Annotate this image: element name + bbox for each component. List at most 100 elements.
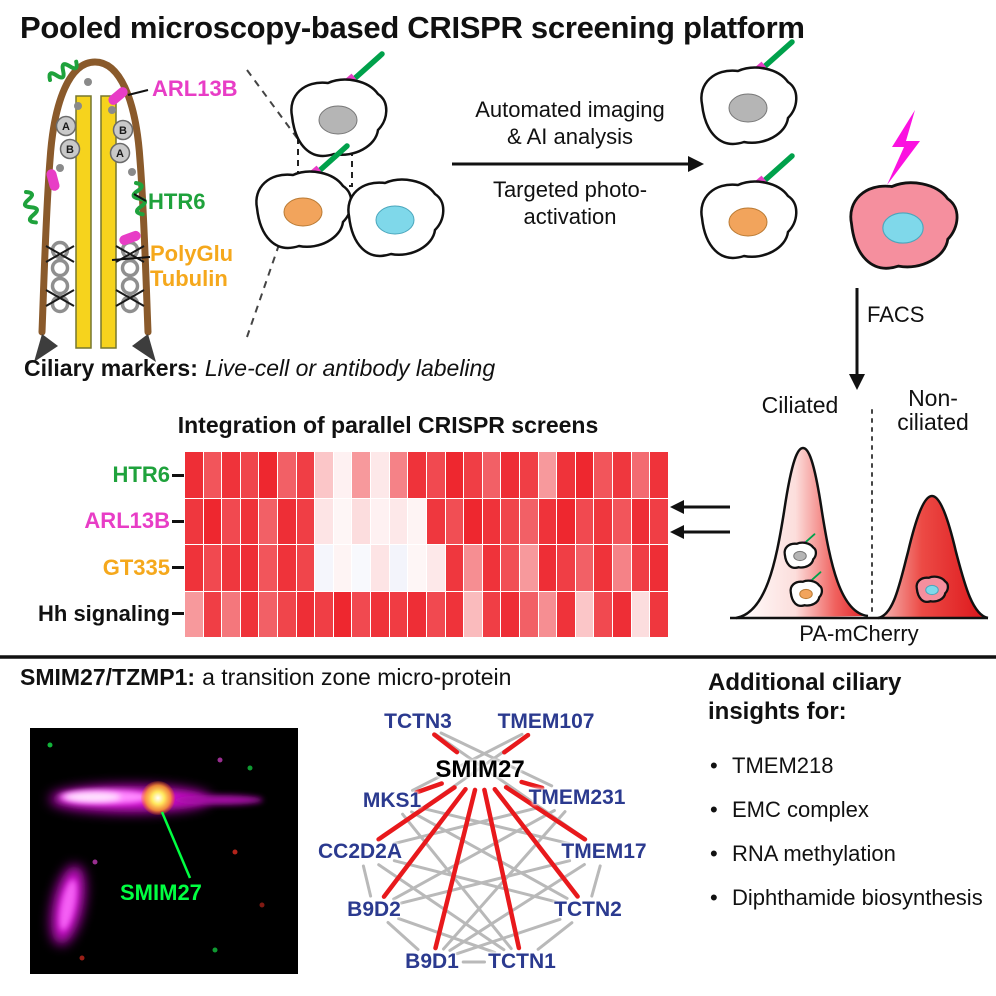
ift-b-label: B xyxy=(119,125,127,137)
heatmap-cell xyxy=(613,591,631,637)
nucleus-gray xyxy=(728,93,768,123)
heatmap-cell xyxy=(259,591,278,637)
heatmap-cell xyxy=(445,545,464,591)
heatmap-cell xyxy=(631,545,650,591)
heatmap-cell xyxy=(538,591,557,637)
heatmap-cell xyxy=(389,591,408,637)
cell-photoactivated-pink xyxy=(849,181,959,270)
heatmap-cell xyxy=(594,452,613,498)
heatmap-cell xyxy=(185,545,203,591)
heatmap-row-tick xyxy=(172,612,184,616)
heatmap-cell xyxy=(203,545,222,591)
htr6-label: HTR6 xyxy=(148,189,206,214)
heatmap-cell xyxy=(259,452,278,498)
heatmap-cell xyxy=(501,591,519,637)
heatmap-cell xyxy=(352,591,371,637)
network-edge-smim27 xyxy=(502,732,531,755)
heatmap-cell xyxy=(240,545,259,591)
heatmap-cell xyxy=(650,498,668,544)
label-pointer-lines xyxy=(111,89,151,261)
insight-item: EMC complex xyxy=(708,796,990,823)
microscopy-signal xyxy=(47,742,265,961)
cell-orange-ciliated xyxy=(255,146,353,250)
photo-line2: activation xyxy=(523,204,617,229)
insights-list: TMEM218EMC complexRNA methylationDiphtha… xyxy=(708,752,990,911)
imaging-line2: & AI analysis xyxy=(507,124,633,149)
page-title: Pooled microscopy-based CRISPR screening… xyxy=(20,10,805,45)
heatmap-cell xyxy=(650,452,668,498)
heatmap-cell xyxy=(371,498,389,544)
transition-fiber-left xyxy=(34,334,58,362)
heatmap-cell xyxy=(352,452,371,498)
heatmap-cell xyxy=(222,498,240,544)
facs-label: FACS xyxy=(867,302,925,327)
heatmap-cell xyxy=(185,452,203,498)
ift-b-label: B xyxy=(66,144,74,156)
pa-mcherry-axis-label: PA-mCherry xyxy=(799,621,919,646)
ciliary-markers-italic: Live-cell or antibody labeling xyxy=(204,355,496,381)
heatmap-cell xyxy=(464,452,482,498)
heatmap-row-tick xyxy=(172,519,184,523)
heatmap-cell xyxy=(389,452,408,498)
heatmap-cell xyxy=(594,545,613,591)
polyglu-line2: Tubulin xyxy=(150,266,228,291)
network-edge-smim27 xyxy=(432,732,460,755)
heatmap-cell xyxy=(333,498,352,544)
microtubule-doublet-left xyxy=(75,95,92,349)
heatmap-row xyxy=(185,498,668,544)
ciliary-membrane xyxy=(38,58,152,336)
cilium-diagram: A B B A xyxy=(19,55,156,362)
polyglu-line1: PolyGlu xyxy=(150,241,234,266)
transition-zone-links xyxy=(50,240,140,314)
network-edge-gray xyxy=(455,917,562,956)
nucleus-cyan xyxy=(375,205,415,235)
facs-histogram xyxy=(730,409,989,620)
heatmap-cell xyxy=(352,498,371,544)
cells-before xyxy=(255,54,445,258)
heatmap-row-label: Hh signaling xyxy=(0,591,184,637)
heatmap-row-label: HTR6 xyxy=(0,452,184,498)
imaging-line1: Automated imaging xyxy=(475,97,665,122)
heatmap-cell xyxy=(482,452,501,498)
heatmap-cell xyxy=(575,498,594,544)
heatmap-cell xyxy=(278,545,296,591)
network-edge-smim27 xyxy=(519,779,545,791)
heatmap-cell xyxy=(538,498,557,544)
heatmap-cell xyxy=(185,591,203,637)
insight-item: RNA methylation xyxy=(708,840,990,867)
heatmap-cell xyxy=(333,452,352,498)
heatmap-cell xyxy=(613,545,631,591)
network-edge-smim27 xyxy=(376,785,457,842)
network-edges xyxy=(361,731,602,964)
heatmap-cell xyxy=(650,591,668,637)
smim27-microscopy-label: SMIM27 xyxy=(120,880,202,905)
heatmap-cell xyxy=(371,452,389,498)
heatmap-row-tick xyxy=(172,473,184,477)
heatmap-cell xyxy=(557,498,575,544)
nucleus-gray xyxy=(318,105,358,135)
insight-item: Diphthamide biosynthesis xyxy=(708,884,990,911)
heatmap-cell xyxy=(631,591,650,637)
polyglu-tubulin-label: PolyGlu Tubulin xyxy=(150,241,233,291)
heatmap-cell xyxy=(482,498,501,544)
heatmap-cell xyxy=(557,545,575,591)
heatmap-cell xyxy=(445,452,464,498)
heatmap-cell xyxy=(315,545,333,591)
heatmap-cell xyxy=(613,452,631,498)
insight-item: TMEM218 xyxy=(708,752,990,779)
heatmap-cell xyxy=(240,591,259,637)
ciliated-peak-label: Ciliated xyxy=(761,392,839,418)
microscopy-background xyxy=(30,728,298,974)
heatmap-cell xyxy=(278,498,296,544)
arl13b-proteins xyxy=(46,87,141,246)
targeted-photoactivation-label: Targeted photo- activation xyxy=(446,176,694,230)
heatmap-cell xyxy=(426,498,445,544)
lightning-bolt-icon xyxy=(887,110,920,185)
network-edge-smim27 xyxy=(381,786,468,899)
heatmap-cell xyxy=(575,591,594,637)
network-edge-gray xyxy=(386,921,420,951)
network-edge-gray xyxy=(590,864,602,898)
non-line1: Non- xyxy=(908,385,958,411)
